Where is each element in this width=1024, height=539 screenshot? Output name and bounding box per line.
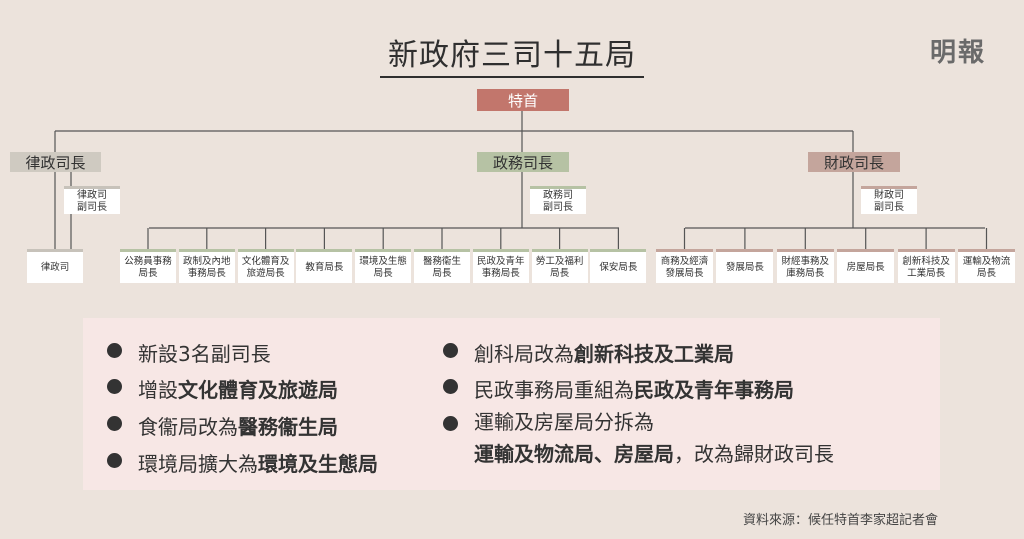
admin-bureau-3: 文化體育及 旅遊局長 bbox=[237, 249, 294, 283]
note-left-3: 食衞局改為醫務衞生局 bbox=[107, 411, 338, 440]
chief-executive-box: 特首 bbox=[477, 89, 569, 111]
note-left-1: 新設3名副司長 bbox=[107, 338, 271, 367]
admin-bureau-8: 勞工及福利 局長 bbox=[531, 249, 588, 283]
deputy-chief-secretary-box: 政務司 副司長 bbox=[530, 186, 586, 214]
finance-bureau-4: 房屋局長 bbox=[837, 249, 895, 283]
admin-bureau-1: 公務員事務 局長 bbox=[120, 249, 176, 283]
bullet-dot bbox=[443, 416, 458, 431]
note-right-1: 創科局改為創新科技及工業局 bbox=[443, 338, 734, 367]
finance-bureau-2: 發展局長 bbox=[716, 249, 774, 283]
note-text: 增設文化體育及旅遊局 bbox=[138, 378, 338, 402]
finance-bureau-6: 運輸及物流 局長 bbox=[958, 249, 1015, 283]
note-text: 新設3名副司長 bbox=[138, 342, 271, 366]
bullet-dot bbox=[107, 416, 122, 431]
ming-pao-logo: 明報 bbox=[930, 38, 987, 68]
source-note: 資料來源：候任特首李家超記者會 bbox=[742, 513, 938, 528]
bullet-dot bbox=[443, 379, 458, 394]
summary-panel: 新設3名副司長 增設文化體育及旅遊局 食衞局改為醫務衞生局 環境局擴大為環境及生… bbox=[83, 318, 940, 490]
note-text: 創科局改為創新科技及工業局 bbox=[474, 342, 734, 366]
note-right-2: 民政事務局重組為民政及青年事務局 bbox=[443, 374, 794, 403]
deputy-financial-secretary-box: 財政司 副司長 bbox=[861, 186, 917, 214]
note-text: 運輸及房屋局分拆為 運輸及物流局、房屋局，改為歸財政司長 bbox=[474, 410, 834, 466]
chart-title: 新政府三司十五局 bbox=[380, 30, 644, 78]
bullet-dot bbox=[107, 453, 122, 468]
admin-bureau-2: 政制及內地 事務局長 bbox=[178, 249, 235, 283]
note-text: 民政事務局重組為民政及青年事務局 bbox=[474, 378, 794, 402]
admin-bureau-7: 民政及青年 事務局長 bbox=[472, 249, 529, 283]
bullet-dot bbox=[107, 343, 122, 358]
finance-bureau-1: 商務及經濟 發展局長 bbox=[656, 249, 713, 283]
bullet-dot bbox=[107, 379, 122, 394]
note-right-3: 運輸及房屋局分拆為 運輸及物流局、房屋局，改為歸財政司長 bbox=[443, 410, 834, 470]
admin-bureau-6: 醫務衞生 局長 bbox=[414, 249, 470, 283]
financial-secretary-box: 財政司長 bbox=[808, 152, 900, 172]
admin-bureau-4: 教育局長 bbox=[296, 249, 353, 283]
bullet-dot bbox=[443, 343, 458, 358]
note-left-2: 增設文化體育及旅遊局 bbox=[107, 374, 338, 403]
admin-bureau-9: 保安局長 bbox=[590, 249, 647, 283]
deputy-secretary-for-justice-box: 律政司 副司長 bbox=[64, 186, 120, 214]
note-text: 食衞局改為醫務衞生局 bbox=[138, 415, 338, 439]
department-of-justice-box: 律政司 bbox=[27, 249, 83, 283]
finance-bureau-3: 財經事務及 庫務局長 bbox=[776, 249, 834, 283]
note-left-4: 環境局擴大為環境及生態局 bbox=[107, 448, 378, 477]
finance-bureau-5: 創新科技及 工業局長 bbox=[897, 249, 955, 283]
admin-bureau-5: 環境及生態 局長 bbox=[355, 249, 412, 283]
secretary-for-justice-box: 律政司長 bbox=[10, 152, 101, 172]
note-text: 環境局擴大為環境及生態局 bbox=[138, 452, 378, 476]
chief-secretary-box: 政務司長 bbox=[477, 152, 569, 172]
